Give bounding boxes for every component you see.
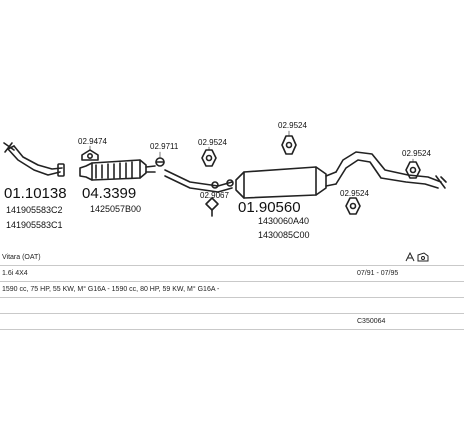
mount-c-part (345, 197, 361, 215)
mount-d-part (405, 161, 421, 179)
system-code: C350064 (357, 318, 386, 325)
table-row: 1.6i 4X4 07/91 - 07/95 (0, 266, 464, 282)
middle-silencer-ref-1: 1430060A40 (258, 216, 309, 226)
vehicle-engine: 1.6i 4X4 (2, 270, 28, 277)
mount-b-part (205, 197, 219, 217)
catalyst-ref-1: 1425057B00 (90, 204, 141, 214)
mount-b-number: 02.9067 (200, 191, 229, 200)
clamp-a-number: 02.9711 (150, 142, 179, 151)
tail-pipe-part (335, 151, 447, 189)
catalyst-number: 04.3399 (82, 185, 136, 202)
middle-silencer-number: 01.90560 (238, 199, 301, 216)
middle-silencer-part (235, 166, 337, 199)
mount-a-part (201, 149, 217, 167)
car-jack-icon (405, 251, 429, 262)
exhaust-system-diagram: 02.9474 02.9711 02.9524 02.9524 02.9524 … (3, 121, 447, 240)
intermediate-pipe-part (164, 169, 234, 193)
gasket-part (81, 149, 99, 161)
table-row: 1590 cc, 75 HP, 55 KW, M° G16A - 1590 cc… (0, 282, 464, 298)
mount-a-number: 02.9524 (198, 138, 227, 147)
downpipe-number: 01.10138 (4, 185, 67, 202)
vehicle-years: 07/91 - 07/95 (357, 270, 399, 277)
middle-silencer-ref-2: 1430085C00 (258, 230, 310, 240)
mount-d-number: 02.9524 (402, 149, 431, 158)
mount-c-number: 02.9524 (340, 189, 369, 198)
downpipe-part (3, 142, 65, 177)
table-row (0, 298, 464, 314)
downpipe-ref-2: 141905583C1 (6, 220, 63, 230)
vehicle-model: Vitara (OAT) (2, 254, 41, 261)
vehicle-type-icons (404, 251, 430, 267)
table-row: Vitara (OAT) (0, 250, 464, 266)
vehicle-spec: 1590 cc, 75 HP, 55 KW, M° G16A - 1590 cc… (2, 286, 220, 293)
table-row: C350064 (0, 314, 464, 330)
mount-top-number: 02.9524 (278, 121, 307, 130)
vehicle-info-table: Vitara (OAT) 1.6i 4X4 07/91 - 07/95 1590… (0, 250, 464, 330)
downpipe-ref-1: 141905583C2 (6, 205, 63, 215)
gasket-a-number: 02.9474 (78, 137, 107, 146)
clamp-part (155, 157, 165, 167)
leader-lines (89, 130, 414, 163)
mount-top-part (281, 135, 297, 155)
catalyst-part (79, 159, 156, 181)
